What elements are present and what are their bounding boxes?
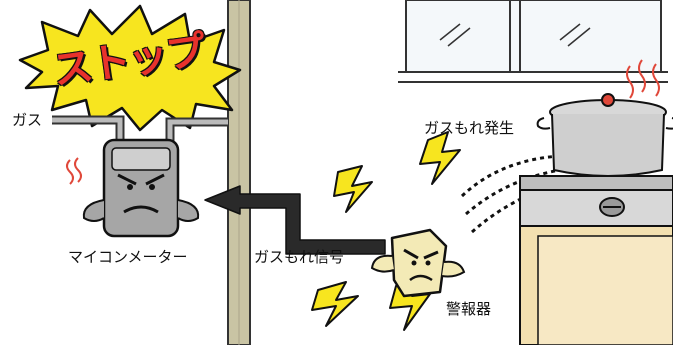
cooking-pot (536, 93, 673, 177)
lightning-bolt-icon (311, 131, 461, 331)
gas-alarm (370, 228, 466, 298)
gas-leak-label: ガスもれ発生 (424, 119, 515, 137)
alarm-label: 警報器 (446, 300, 492, 318)
vibration-marks (66, 157, 82, 185)
gas-stove (519, 175, 673, 345)
arrow-left-icon (204, 185, 386, 255)
steam-icon (626, 59, 660, 99)
meter-label: マイコンメーター (68, 248, 188, 266)
gas-label: ガス (12, 111, 43, 129)
leak-signal-label: ガスもれ信号 (254, 248, 345, 266)
explosion-burst-icon (18, 4, 242, 132)
kitchen-window (398, 0, 668, 83)
mycom-meter (82, 138, 200, 238)
wall (227, 0, 251, 345)
